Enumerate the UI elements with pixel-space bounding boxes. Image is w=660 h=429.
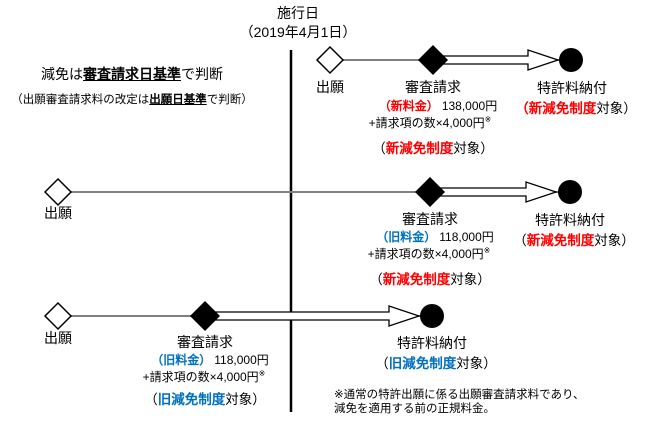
fee-name: （旧料金） (376, 230, 437, 244)
scheme-name: 新減免制度 (528, 101, 597, 116)
fee-line: （旧料金）118,000円 (376, 230, 494, 245)
examination-label: 審査請求 (402, 211, 458, 227)
footnote-line1: ※通常の特許出願に係る出願審査請求料であり、 (334, 389, 585, 401)
arrow-icon (206, 305, 422, 327)
footnote-line2: 減免を適用する前の正規料金。 (334, 403, 495, 415)
paren-open: （ (369, 272, 383, 287)
application-label: 出願 (44, 205, 72, 221)
arrow-icon (431, 181, 559, 203)
paren-open: （ (372, 141, 386, 156)
scheme-label: （新減免制度対象） (515, 101, 637, 117)
footnote-ref: ※ (483, 246, 491, 255)
reduction-note-line1: 減免は審査請求日基準で判断 (41, 66, 223, 82)
per-claim-line: +請求項の数×4,000円※ (369, 115, 492, 131)
scheme-close: 対象） (456, 356, 497, 371)
scheme-label: （旧減免制度対象） (144, 392, 266, 408)
examination-label: 審査請求 (405, 79, 461, 95)
payment-circle-icon (420, 304, 444, 328)
reduction-note-line2: （出願審査請求料の改定は出願日基準で判断） (11, 94, 253, 107)
application-label: 出願 (44, 330, 72, 346)
scheme-name: 旧減免制度 (388, 356, 457, 371)
payment-label: 特許料納付 (535, 212, 605, 228)
per-claim-line: +請求項の数×4,000円※ (143, 369, 266, 385)
date-text: （2019年4月1日） (239, 24, 357, 40)
note-post: で判断） (206, 94, 253, 106)
scheme-name: 新減免制度 (385, 141, 454, 156)
scheme-name: 新減免制度 (382, 272, 451, 287)
fee-name: （旧料金） (151, 353, 212, 367)
paren-open: （ (513, 233, 527, 248)
scheme-label: （新減免制度対象） (513, 233, 635, 249)
footnote-ref: ※ (258, 369, 266, 378)
payment-circle-icon (559, 48, 583, 72)
payment-circle-icon (558, 180, 582, 204)
fee-amount: 118,000円 (214, 353, 269, 367)
fee-amount: 138,000円 (441, 99, 498, 113)
application-label: 出願 (316, 79, 344, 95)
scheme-label: （新減免制度対象） (372, 141, 494, 157)
scheme-name: 旧減免制度 (157, 392, 226, 407)
title-text: 施行日 (277, 5, 319, 21)
scheme-close: 対象） (450, 272, 491, 287)
fee-line: （新料金）138,000円 (378, 99, 498, 114)
scheme-close: 対象） (594, 233, 635, 248)
examination-diamond-icon (190, 301, 220, 331)
scheme-label: （新減免制度対象） (369, 272, 491, 288)
payment-label: 特許料納付 (397, 335, 467, 351)
note-pre: 減免は (41, 66, 83, 82)
payment-label: 特許料納付 (537, 80, 607, 96)
examination-diamond-icon (418, 45, 448, 75)
fee-amount: 118,000円 (439, 230, 494, 244)
scheme-close: 対象） (225, 392, 266, 407)
note-emphasis: 審査請求日基準 (83, 66, 181, 82)
enforcement-date-title: 施行日 (277, 5, 319, 21)
paren-open: （ (515, 101, 529, 116)
note-post: で判断 (181, 66, 223, 82)
scheme-close: 対象） (596, 101, 637, 116)
examination-label: 審査請求 (177, 334, 233, 350)
application-diamond-icon (315, 45, 345, 75)
note-emphasis: 出願日基準 (149, 94, 207, 106)
arrow-icon (434, 49, 561, 71)
examination-diamond-icon (415, 177, 445, 207)
note-pre: （出願審査請求料の改定は (11, 94, 150, 106)
application-diamond-icon (43, 301, 73, 331)
paren-open: （ (375, 356, 389, 371)
paren-open: （ (144, 392, 158, 407)
enforcement-date-value: （2019年4月1日） (240, 24, 357, 40)
footnote-ref: ※ (484, 115, 492, 124)
scheme-close: 対象） (453, 141, 494, 156)
fee-line: （旧料金）118,000円 (151, 353, 269, 368)
scheme-name: 新減免制度 (526, 233, 595, 248)
per-claim-line: +請求項の数×4,000円※ (368, 246, 491, 262)
fee-name: （新料金） (378, 99, 439, 113)
per-claim-text: +請求項の数×4,000円 (142, 370, 259, 384)
scheme-label: （旧減免制度対象） (375, 356, 497, 372)
per-claim-text: +請求項の数×4,000円 (367, 247, 484, 261)
application-diamond-icon (43, 177, 73, 207)
per-claim-text: +請求項の数×4,000円 (368, 116, 485, 130)
